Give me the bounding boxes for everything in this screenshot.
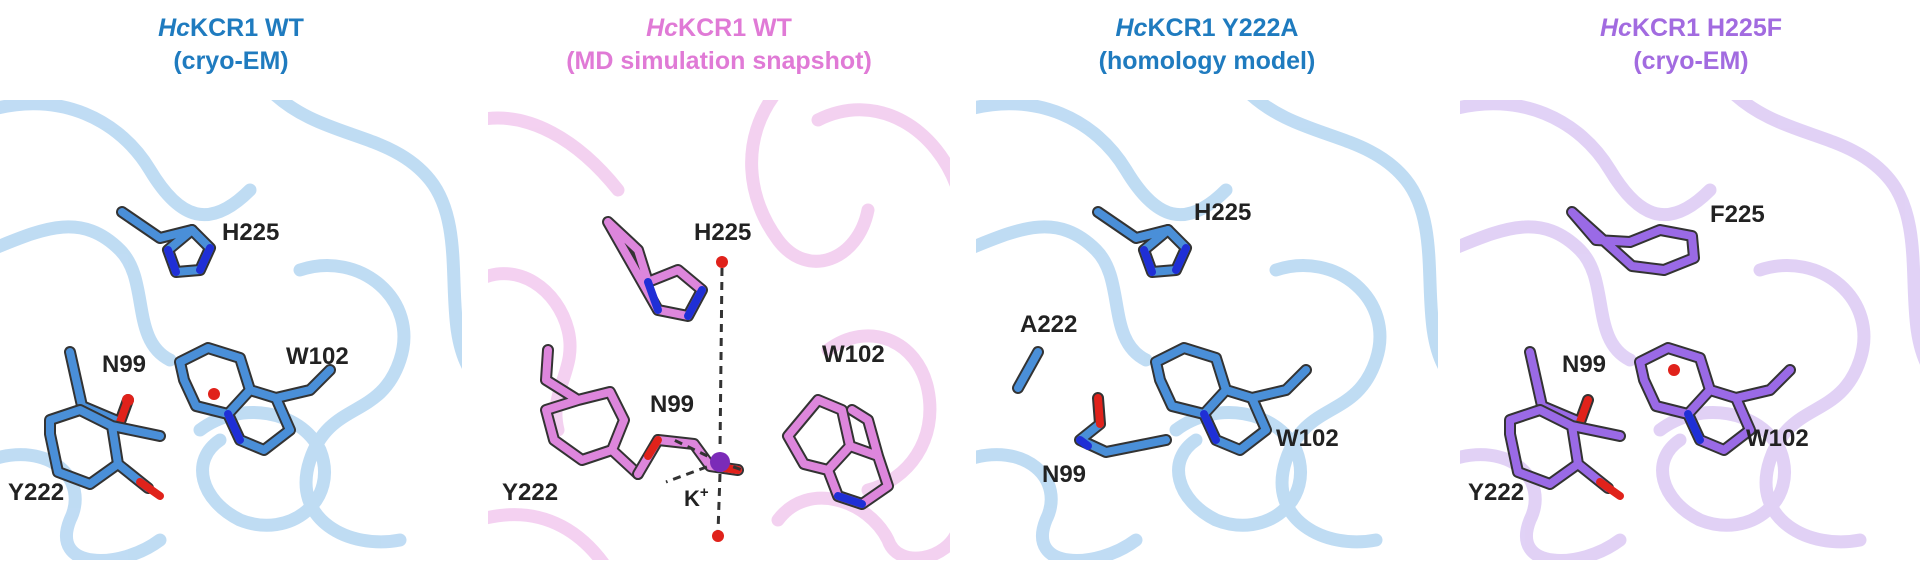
tyrosine-y222 (1504, 404, 1626, 500)
label-a222: A222 (1020, 311, 1077, 338)
histidine-h225 (1092, 206, 1192, 278)
species-italic: Hc (1115, 14, 1148, 42)
phenylalanine-f225 (1566, 206, 1700, 276)
title-line: HcKCR1 WT (488, 12, 950, 45)
histidine-h225 (602, 216, 708, 322)
construct-name: KCR1 WT (678, 14, 792, 42)
tryptophan-w102 (1634, 342, 1796, 456)
protein-backbone-ribbons (488, 100, 950, 560)
alanine-a222 (1012, 346, 1044, 394)
label-y222: Y222 (1468, 479, 1524, 506)
water-oxygen (1668, 364, 1680, 376)
tryptophan-w102 (1150, 342, 1312, 456)
water-oxygen (122, 394, 134, 406)
method-subtitle: (homology model) (1098, 47, 1316, 75)
protein-backbone-ribbons (1460, 100, 1920, 560)
label-k-ion: K+ (684, 484, 709, 511)
construct-name: KCR1 Y222A (1147, 14, 1299, 42)
label-w102: W102 (1276, 425, 1339, 452)
label-n99: N99 (102, 351, 146, 378)
protein-backbone-ribbons (976, 100, 1438, 560)
water-oxygen (712, 530, 724, 542)
label-n99: N99 (1562, 351, 1606, 378)
title-line: HcKCR1 H225F (1460, 12, 1920, 45)
label-f225: F225 (1710, 201, 1765, 228)
water-oxygen (716, 256, 728, 268)
species-italic: Hc (646, 14, 679, 42)
asparagine-n99 (1074, 392, 1172, 458)
k-symbol: K (684, 486, 700, 511)
structure-view: F225 N99 W102 Y222 (1460, 100, 1920, 560)
water-oxygen (208, 388, 220, 400)
label-h225: H225 (1194, 199, 1251, 226)
label-n99: N99 (650, 391, 694, 418)
label-h225: H225 (222, 219, 279, 246)
panel-wt-cryo-em: HcKCR1 WT (cryo-EM) (0, 0, 462, 568)
label-y222: Y222 (502, 479, 558, 506)
tryptophan-w102 (782, 394, 894, 510)
panel-title: HcKCR1 H225F (cryo-EM) (1460, 12, 1920, 78)
structure-view: H225 A222 N99 W102 (976, 100, 1438, 560)
label-w102: W102 (1746, 425, 1809, 452)
protein-backbone-ribbons (0, 100, 462, 560)
panel-y222a-homology: HcKCR1 Y222A (homology model) (976, 0, 1438, 568)
tyrosine-y222 (44, 404, 166, 500)
panel-wt-md-snapshot: HcKCR1 WT (MD simulation snapshot) (488, 0, 950, 568)
panel-h225f-cryo-em: HcKCR1 H225F (cryo-EM) (1460, 0, 1920, 568)
panel-title: HcKCR1 WT (MD simulation snapshot) (488, 12, 950, 78)
construct-name: KCR1 WT (190, 14, 304, 42)
label-y222: Y222 (8, 479, 64, 506)
title-line: HcKCR1 Y222A (976, 12, 1438, 45)
species-italic: Hc (1599, 14, 1632, 42)
panel-title: HcKCR1 Y222A (homology model) (976, 12, 1438, 78)
method-subtitle: (cryo-EM) (1633, 47, 1749, 75)
title-line: HcKCR1 WT (0, 12, 462, 45)
k-charge: + (700, 484, 709, 501)
label-w102: W102 (286, 343, 349, 370)
method-subtitle: (MD simulation snapshot) (566, 47, 872, 75)
structure-view: H225 N99 W102 Y222 (0, 100, 462, 560)
label-h225: H225 (694, 219, 751, 246)
label-w102: W102 (822, 341, 885, 368)
structure-view: H225 N99 W102 Y222 K+ (488, 100, 950, 560)
species-italic: Hc (158, 14, 191, 42)
potassium-ion (710, 452, 730, 472)
method-subtitle: (cryo-EM) (173, 47, 289, 75)
panel-title: HcKCR1 WT (cryo-EM) (0, 12, 462, 78)
construct-name: KCR1 H225F (1631, 14, 1783, 42)
tryptophan-w102 (174, 342, 336, 456)
tyrosine-y222 (540, 344, 644, 480)
label-n99: N99 (1042, 461, 1086, 488)
histidine-h225 (116, 206, 216, 278)
